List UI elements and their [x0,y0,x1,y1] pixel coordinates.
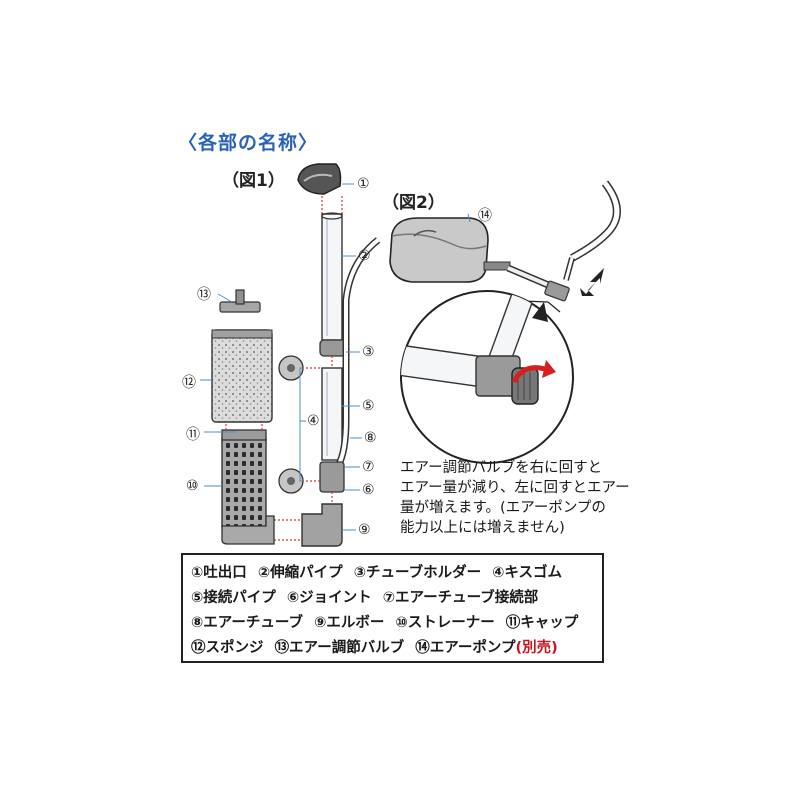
legend-row: ⑧エアーチューブ ⑨エルボー ⑩ストレーナー ⑪キャップ [191,611,594,636]
legend-item: ⑦エアーチューブ接続部 [382,590,539,606]
figure-1-label: （図1） [222,171,285,191]
air-pump [389,217,511,283]
callout-10: ⑩ [186,478,199,494]
elbow [301,503,343,547]
callout-13: ⑬ [197,287,211,303]
legend-item: ⑪キャップ [505,615,579,631]
note-line: エアー量が減り、左に回すとエアー [400,480,630,496]
legend-item: ⑧エアーチューブ [191,615,304,631]
note-line: 量が増えます。(エアーポンプの [400,500,606,516]
joint [319,461,345,493]
legend-item: ①吐出口 [191,565,247,581]
callout-5: ⑤ [362,398,375,414]
callout-9: ⑨ [358,522,371,538]
callout-6: ⑥ [362,482,375,498]
note-line: 能力以上には増えません) [400,520,565,536]
sponge [211,329,273,423]
callout-2: ② [358,248,371,264]
tube-holder [319,339,347,357]
callout-11: ⑪ [186,427,200,443]
callout-7: ⑦ [362,459,375,475]
legend-row: ⑫スポンジ ⑬エアー調節バルブ ⑭エアーポンプ(別売) [191,636,594,661]
figure-2-label: （図2） [382,193,445,213]
legend-item: ④キスゴム [492,565,562,581]
note-line: エアー調節バルブを右に回すと [400,460,603,476]
legend-item: ⑬エアー調節バルブ [274,640,405,656]
legend-item: ⑭エアーポンプ [415,640,516,656]
cap [221,429,267,441]
legend-row: ①吐出口 ②伸縮パイプ ③チューブホルダー ④キスゴム [191,561,594,586]
connecting-pipe [321,367,343,461]
strainer [221,437,267,529]
suction-cups [278,355,322,494]
legend-item: ②伸縮パイプ [257,565,343,581]
legend-item: ③チューブホルダー [353,565,482,581]
callout-3: ③ [362,344,375,360]
callout-4: ④ [307,413,320,429]
valve-instruction-note: エアー調節バルブを右に回すと エアー量が減り、左に回すとエアー 量が増えます。(… [400,458,640,538]
legend-row: ⑤接続パイプ ⑥ジョイント ⑦エアーチューブ接続部 [191,586,594,611]
legend-item: ⑥ジョイント [286,590,372,606]
legend-item: ⑫スポンジ [191,640,264,656]
callout-12: ⑫ [182,375,196,391]
callout-8: ⑧ [364,430,377,446]
parts-legend: ①吐出口 ②伸縮パイプ ③チューブホルダー ④キスゴム ⑤接続パイプ ⑥ジョイン… [181,553,604,663]
air-valve-part [219,289,261,313]
callout-14: ⑭ [478,208,492,224]
separate-sale-note: (別売) [515,640,558,656]
outlet-part [297,163,342,195]
callout-1: ① [357,176,370,192]
legend-item: ⑩ストレーナー [395,615,495,631]
section-heading: 〈各部の名称〉 [178,132,319,154]
extension-pipe [321,213,343,341]
legend-item: ⑨エルボー [314,615,385,631]
legend-item: ⑤接続パイプ [191,590,276,606]
